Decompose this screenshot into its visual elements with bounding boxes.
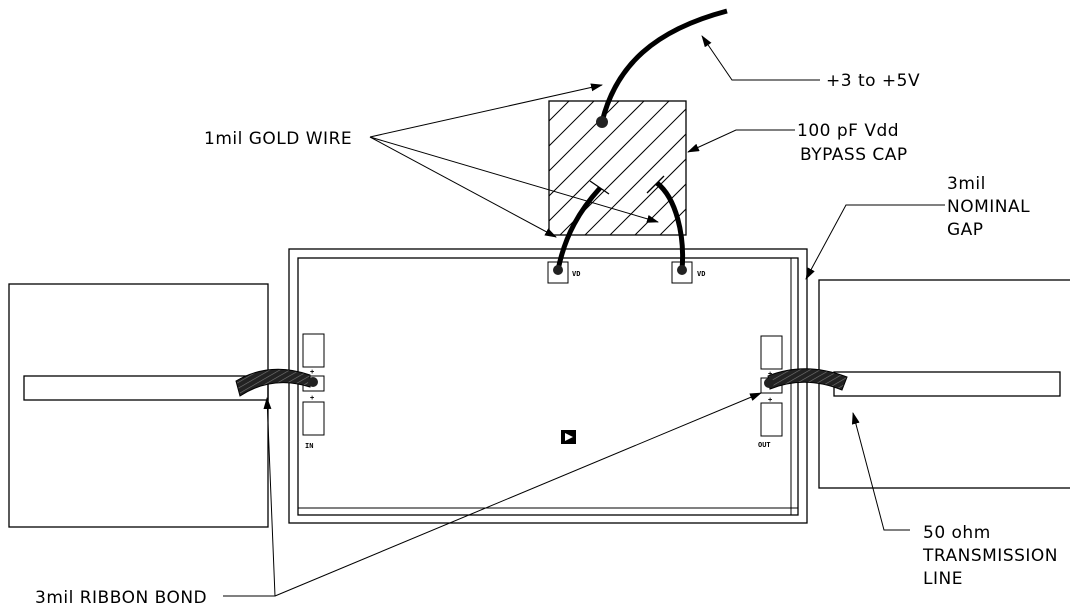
supply-gold-wire bbox=[596, 8, 728, 128]
transmission-line-label-2: TRANSMISSION bbox=[922, 546, 1058, 566]
svg-text:VD: VD bbox=[572, 270, 580, 278]
right-microstrip-line bbox=[833, 371, 1061, 397]
transmission-line-leader bbox=[851, 412, 910, 531]
ribbon-bond-left bbox=[235, 368, 318, 397]
svg-text:+: + bbox=[768, 396, 772, 404]
gap-leader bbox=[805, 204, 945, 280]
right-substrate bbox=[818, 279, 1070, 489]
gap-label-3: GAP bbox=[947, 220, 984, 240]
bypass-cap-leader bbox=[687, 129, 795, 153]
ribbon-bond-label: 3mil RIBBON BOND bbox=[35, 588, 207, 608]
transmission-line-label-1: 50 ohm bbox=[923, 523, 991, 543]
supply-voltage-label: +3 to +5V bbox=[826, 71, 920, 91]
gold-wire-leaders bbox=[369, 83, 659, 238]
die-outline bbox=[297, 257, 799, 516]
out-pad-group: + + OUT bbox=[758, 335, 783, 449]
chip-carrier bbox=[288, 248, 808, 524]
vd-pad-right: VD bbox=[671, 261, 705, 284]
gap-label-2: NOMINAL bbox=[947, 197, 1030, 217]
transmission-line-label-3: LINE bbox=[923, 569, 963, 589]
left-substrate bbox=[8, 283, 269, 528]
left-microstrip-line bbox=[23, 375, 269, 401]
gold-wire-label: 1mil GOLD WIRE bbox=[204, 129, 352, 149]
in-pad-group: + + IN bbox=[302, 333, 325, 450]
gap-label-1: 3mil bbox=[947, 174, 986, 194]
svg-text:OUT: OUT bbox=[758, 441, 771, 449]
bypass-cap-label-2: BYPASS CAP bbox=[800, 145, 908, 165]
supply-leader bbox=[701, 35, 820, 81]
vd-pad-left: VD bbox=[547, 261, 580, 284]
svg-text:+: + bbox=[768, 370, 772, 378]
ribbon-bond-leaders bbox=[223, 392, 762, 597]
svg-text:VD: VD bbox=[697, 270, 705, 278]
ribbon-bond-right bbox=[764, 368, 848, 391]
bypass-cap-label-1: 100 pF Vdd bbox=[797, 121, 899, 141]
svg-text:+: + bbox=[310, 394, 314, 402]
svg-text:IN: IN bbox=[305, 442, 313, 450]
svg-text:+: + bbox=[310, 368, 314, 376]
vd-gold-wires bbox=[553, 175, 687, 275]
bypass-capacitor bbox=[548, 100, 687, 236]
amplifier-symbol bbox=[561, 430, 576, 444]
